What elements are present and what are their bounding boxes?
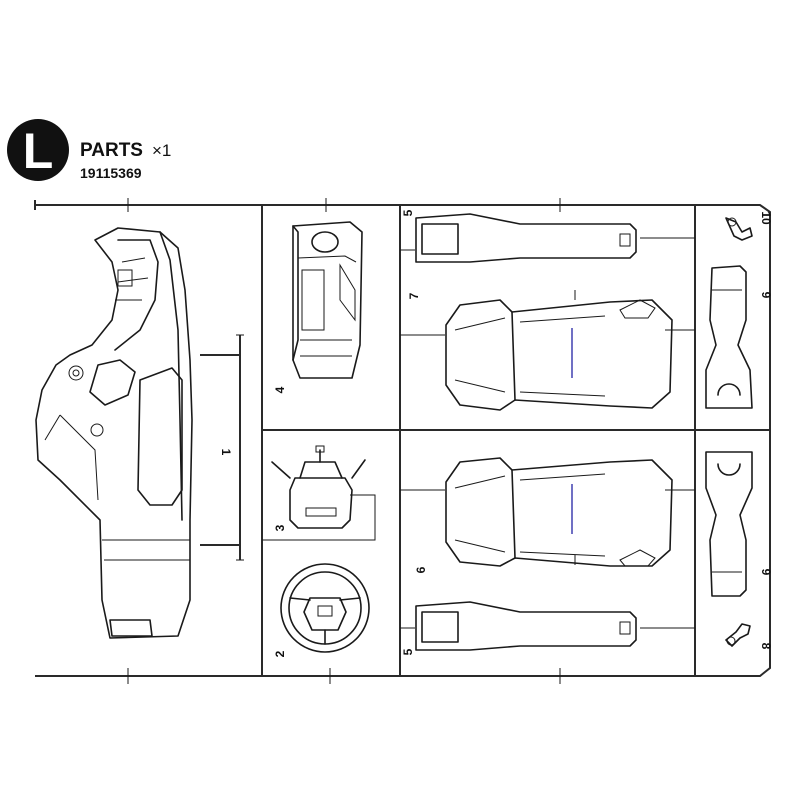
sprue-runners xyxy=(34,198,771,684)
part-4-seat-box xyxy=(292,221,363,379)
part-2-steering-wheel xyxy=(280,563,370,653)
label-part-3: 3 xyxy=(273,524,287,531)
part-8-lever xyxy=(725,623,751,647)
part-6-seat xyxy=(445,457,673,567)
label-part-6: 6 xyxy=(414,566,428,573)
part-5-bottom-frame xyxy=(415,601,637,651)
label-part-9-top: 9 xyxy=(759,292,773,299)
label-part-8: 8 xyxy=(759,643,773,650)
label-part-9-bottom: 9 xyxy=(759,569,773,576)
label-part-1: 1 xyxy=(219,449,233,456)
part-labels: 1 4 3 2 5 7 6 5 10 9 9 8 xyxy=(219,209,773,657)
part-number: 19115369 xyxy=(80,165,142,181)
label-part-5-bottom: 5 xyxy=(401,648,415,655)
label-part-2: 2 xyxy=(273,650,287,657)
part-9-top-rail xyxy=(705,265,753,409)
part-9-bottom-rail xyxy=(705,451,753,597)
label-part-7: 7 xyxy=(407,292,421,299)
label-part-10: 10 xyxy=(759,211,773,225)
tree-letter: L xyxy=(23,123,54,179)
label-part-5-top: 5 xyxy=(401,209,415,216)
part-3-seat-small xyxy=(262,445,376,541)
label-part-4: 4 xyxy=(273,386,287,393)
parts-multiplier: ×1 xyxy=(152,141,171,160)
part-5-top-frame xyxy=(415,213,637,263)
part-7-seat xyxy=(445,299,673,411)
part-1-dashboard xyxy=(35,227,193,639)
outer-frame xyxy=(35,204,771,677)
parts-label: PARTS xyxy=(80,140,143,161)
part-10-lever xyxy=(725,217,753,241)
tree-badge: L xyxy=(7,119,69,181)
